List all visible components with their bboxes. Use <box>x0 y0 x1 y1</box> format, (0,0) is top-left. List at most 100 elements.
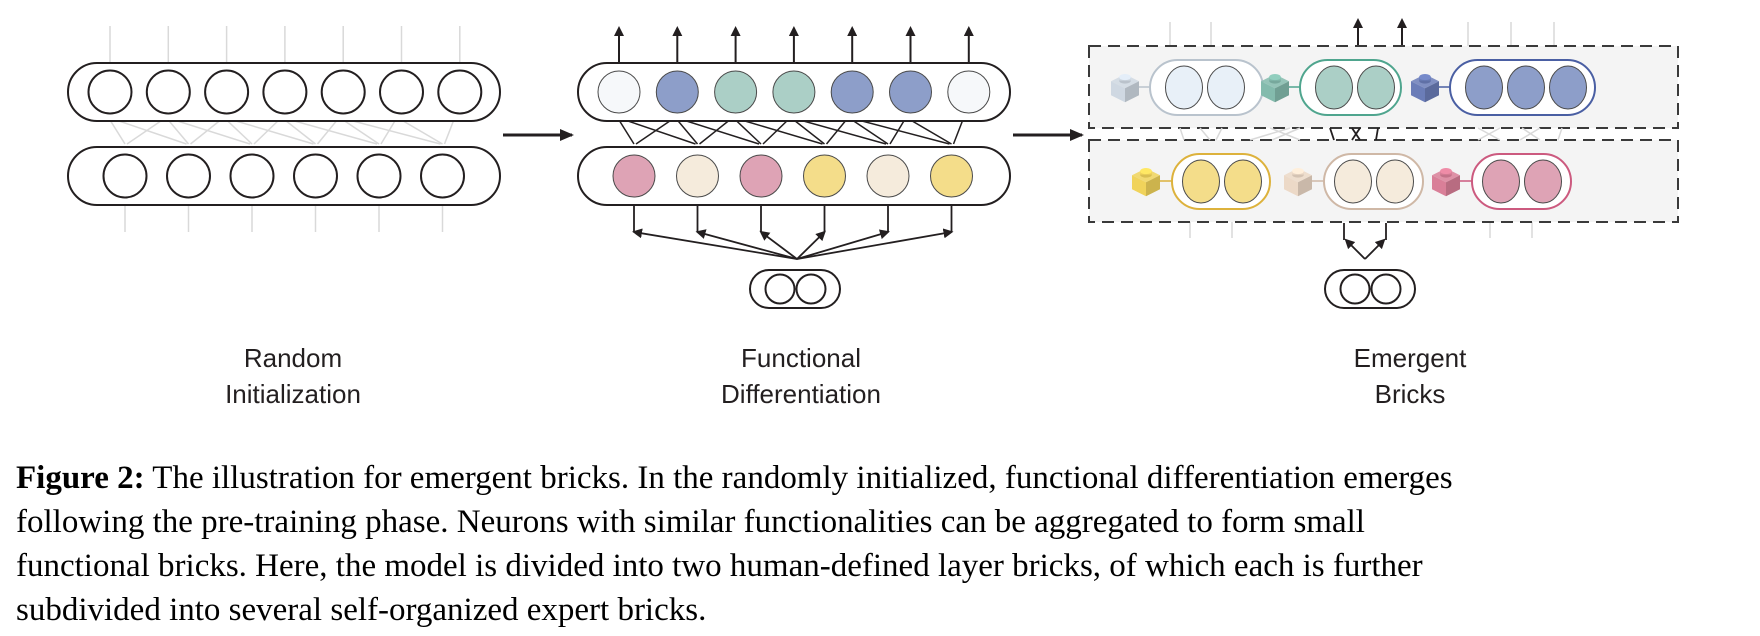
neuron-yellow <box>930 154 973 198</box>
label-functional-differentiation: Functional Differentiation <box>651 340 951 412</box>
brick-right <box>1298 175 1312 197</box>
expert-brick-white <box>1111 59 1264 116</box>
label-line: Emergent <box>1353 343 1467 373</box>
label-line: Functional <box>741 343 861 373</box>
connection <box>676 119 699 145</box>
label-random-initialization: Random Initialization <box>143 340 443 412</box>
brick-icon-teal <box>1261 74 1289 103</box>
connection <box>284 119 316 145</box>
neuron-none <box>145 69 191 115</box>
faint-connection <box>1269 127 1301 141</box>
brick-stud-top <box>1419 74 1431 81</box>
faint-connection <box>1477 127 1501 141</box>
brick-right <box>1146 175 1160 197</box>
active-connection <box>1329 127 1335 141</box>
neuron-none <box>320 69 366 115</box>
neuron-none <box>795 273 827 305</box>
neuron-none <box>262 69 308 115</box>
neuron-cream <box>676 154 719 198</box>
brick-left <box>1132 175 1146 197</box>
connection <box>349 119 441 145</box>
neuron-white <box>947 70 991 114</box>
neuron-blue <box>889 70 932 114</box>
connection <box>851 119 889 145</box>
brick-icon-white <box>1111 74 1139 103</box>
label-line: Bricks <box>1374 379 1446 409</box>
connection <box>683 119 760 145</box>
neuron-none <box>293 153 338 199</box>
label-line: Initialization <box>225 379 361 409</box>
neuron-none <box>229 153 275 199</box>
neuron-pink <box>612 154 656 198</box>
neuron-none <box>87 69 133 115</box>
connection <box>443 119 455 145</box>
connection <box>699 119 731 145</box>
neuron-none <box>204 69 250 115</box>
connection <box>232 119 314 145</box>
router-arrow <box>695 229 798 260</box>
router-arrow <box>1344 238 1366 260</box>
neuron-none <box>356 153 402 199</box>
label-line: Differentiation <box>721 379 881 409</box>
connection <box>174 119 251 145</box>
neuron-none <box>1339 273 1371 305</box>
brick-stud-top <box>1269 74 1281 81</box>
connection <box>618 119 635 145</box>
brick-icon-cream <box>1284 168 1312 197</box>
brick-right <box>1446 175 1460 197</box>
neuron-teal <box>1315 65 1353 110</box>
neuron-cream <box>1334 159 1372 204</box>
brick-stud-top <box>1140 168 1152 175</box>
neuron-teal <box>772 70 816 114</box>
router-arrow <box>796 228 954 260</box>
connection <box>624 119 696 145</box>
connection <box>290 119 378 145</box>
caption-line-4: subdivided into several self-organized e… <box>16 592 707 628</box>
caption-line-1: Figure 2: The illustration for emergent … <box>16 456 1744 500</box>
router-arrow <box>796 230 826 260</box>
connection <box>793 119 825 145</box>
brick-left <box>1111 81 1125 103</box>
router-arrow <box>759 230 798 260</box>
label-line: Random <box>243 343 343 373</box>
faint-connection <box>1249 127 1291 141</box>
brick-stud-top <box>1292 168 1304 175</box>
connection <box>167 119 190 145</box>
neuron-blue <box>1507 65 1545 110</box>
connection <box>762 119 789 145</box>
brick-right <box>1425 81 1439 103</box>
brick-left <box>1261 81 1275 103</box>
neuron-cream <box>1376 159 1414 204</box>
connection <box>253 119 280 145</box>
panel-emergent-bricks <box>1088 18 1679 309</box>
panel-random-initialization <box>67 26 501 232</box>
caption-line-2: following the pre-training phase. Neuron… <box>16 504 1365 540</box>
neuron-none <box>1370 273 1402 305</box>
brick-stud-top <box>1440 168 1452 175</box>
faint-connection <box>1557 127 1563 141</box>
connection <box>226 119 253 145</box>
panel-functional-differentiation <box>577 26 1011 309</box>
expert-brick-pink <box>1432 153 1572 210</box>
caption-text: The illustration for emergent bricks. In… <box>152 460 1453 496</box>
neuron-none <box>166 153 211 199</box>
connection <box>401 119 443 145</box>
connection <box>889 119 906 145</box>
brick-icon-blue <box>1411 74 1439 103</box>
expert-brick-cream <box>1284 153 1424 210</box>
neuron-blue <box>1549 65 1587 110</box>
brick-right <box>1125 81 1139 103</box>
brick-stud-top <box>1119 74 1131 81</box>
figure-caption: Figure 2: The illustration for emergent … <box>16 456 1744 632</box>
neuron-none <box>379 69 424 115</box>
neuron-teal <box>1357 65 1395 110</box>
connection <box>825 119 847 145</box>
brick-icon-pink <box>1432 168 1460 197</box>
brick-left <box>1432 175 1446 197</box>
router-arrow <box>796 229 890 260</box>
neuron-blue <box>830 70 874 114</box>
connection <box>858 119 950 145</box>
connection <box>741 119 823 145</box>
neuron-yellow <box>1182 159 1220 204</box>
neuron-pink <box>1524 159 1562 204</box>
